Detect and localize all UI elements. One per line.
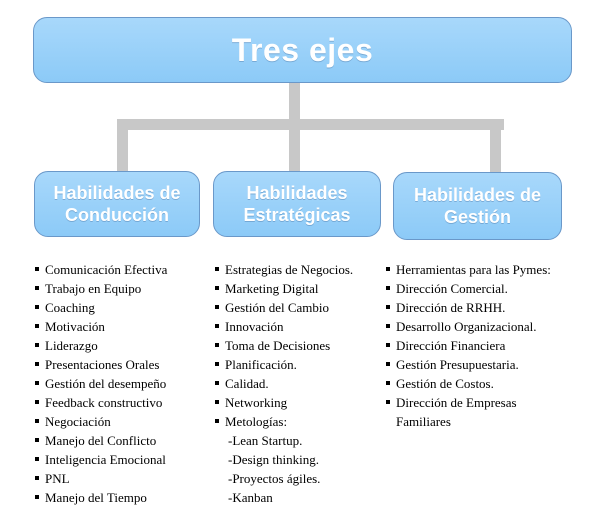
list-item: Toma de Decisiones bbox=[214, 336, 353, 355]
list-item: Presentaciones Orales bbox=[34, 355, 167, 374]
list-item: Gestión del Cambio bbox=[214, 298, 353, 317]
list-item: Estrategias de Negocios. bbox=[214, 260, 353, 279]
list-item: Dirección de RRHH. bbox=[385, 298, 551, 317]
list-item: Liderazgo bbox=[34, 336, 167, 355]
skill-list-gestion: Herramientas para las Pymes:Dirección Co… bbox=[385, 260, 551, 431]
list-item: Dirección Comercial. bbox=[385, 279, 551, 298]
list-item: PNL bbox=[34, 469, 167, 488]
list-item: Networking bbox=[214, 393, 353, 412]
branch-connector-middle bbox=[289, 119, 300, 171]
sub-list-item: -Lean Startup. bbox=[228, 433, 303, 448]
list-item: Marketing Digital bbox=[214, 279, 353, 298]
list-item: Calidad. bbox=[214, 374, 353, 393]
list-item: Planificación. bbox=[214, 355, 353, 374]
list-item: Inteligencia Emocional bbox=[34, 450, 167, 469]
category-box-estrategicas: Habilidades Estratégicas bbox=[213, 171, 381, 237]
list-item: Dirección Financiera bbox=[385, 336, 551, 355]
list-item: Motivación bbox=[34, 317, 167, 336]
category-label: Habilidades de Gestión bbox=[413, 185, 542, 227]
horizontal-connector bbox=[117, 119, 504, 130]
list-item: Gestión Presupuestaria. bbox=[385, 355, 551, 374]
category-label: Habilidades Estratégicas bbox=[243, 183, 351, 225]
list-item: Metologías: bbox=[214, 412, 353, 431]
branch-connector-right bbox=[490, 119, 501, 172]
category-box-conduccion: Habilidades de Conducción bbox=[34, 171, 200, 237]
branch-connector-left bbox=[117, 119, 128, 171]
skill-list-estrategicas: Estrategias de Negocios.Marketing Digita… bbox=[214, 260, 353, 507]
list-item: Herramientas para las Pymes: bbox=[385, 260, 551, 279]
list-item: Familiares bbox=[396, 414, 451, 429]
title-box: Tres ejes bbox=[33, 17, 572, 83]
list-item: Dirección de Empresas bbox=[385, 393, 551, 412]
list-item: Coaching bbox=[34, 298, 167, 317]
list-item: Negociación bbox=[34, 412, 167, 431]
diagram-title: Tres ejes bbox=[231, 31, 374, 68]
trunk-connector bbox=[289, 83, 300, 128]
list-item: Gestión del desempeño bbox=[34, 374, 167, 393]
list-item: Comunicación Efectiva bbox=[34, 260, 167, 279]
list-item: Trabajo en Equipo bbox=[34, 279, 167, 298]
category-box-gestion: Habilidades de Gestión bbox=[393, 172, 562, 240]
sub-list-item: -Kanban bbox=[228, 490, 273, 505]
sub-list-item: -Proyectos ágiles. bbox=[228, 471, 321, 486]
list-item: Manejo del Tiempo bbox=[34, 488, 167, 507]
category-label: Habilidades de Conducción bbox=[53, 183, 181, 225]
list-item: Innovación bbox=[214, 317, 353, 336]
list-item: Gestión de Costos. bbox=[385, 374, 551, 393]
list-item: Desarrollo Organizacional. bbox=[385, 317, 551, 336]
list-item: Manejo del Conflicto bbox=[34, 431, 167, 450]
list-item: Feedback constructivo bbox=[34, 393, 167, 412]
sub-list-item: -Design thinking. bbox=[228, 452, 319, 467]
